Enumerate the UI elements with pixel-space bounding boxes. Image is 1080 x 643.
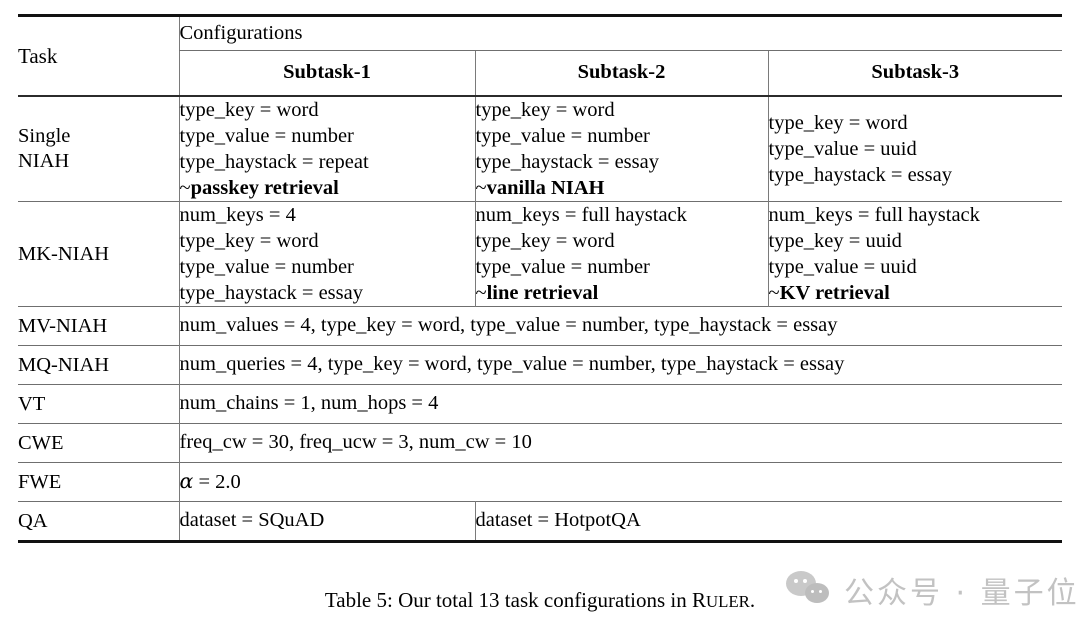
wechat-eye-dot: [803, 579, 807, 583]
config-line: type_key = word: [475, 99, 615, 121]
cell-qa-subtask-2: dataset = HotpotQA: [474, 501, 1063, 542]
row-label-single-niah: Single NIAH: [18, 96, 179, 202]
row-label-line-2: NIAH: [18, 150, 70, 173]
header-task-cell: Task: [18, 15, 179, 97]
row-label-mq-niah: MQ-NIAH: [18, 353, 110, 376]
caption-ruler-rest: ULER: [706, 592, 750, 611]
header-subtask-3: Subtask-3: [767, 50, 1063, 97]
config-line: type_value = number: [475, 256, 650, 279]
config-alias: ~vanilla NIAH: [476, 175, 768, 201]
table-row: CWE freq_cw = 30, freq_ucw = 3, num_cw =…: [18, 423, 1063, 463]
cell-single-niah-subtask-3: type_key = word type_value = uuid type_h…: [767, 96, 1063, 202]
wechat-eye-dot: [794, 579, 798, 583]
caption-ruler-initial: R: [692, 588, 707, 612]
tilde-symbol: ~: [475, 282, 487, 305]
cell-mk-niah-subtask-3: num_keys = full haystack type_key = uuid…: [767, 201, 1063, 307]
row-label-mv-niah: MV-NIAH: [18, 314, 108, 337]
header-subtask-1: Subtask-1: [178, 50, 475, 97]
config-value: = 2.0: [198, 470, 241, 493]
config-line: type_haystack = essay: [768, 164, 952, 187]
table-row: MQ-NIAH num_queries = 4, type_key = word…: [18, 345, 1063, 385]
header-configurations-cell: Configurations: [178, 15, 1063, 51]
table-row: Single NIAH type_key = word type_value =…: [18, 96, 1063, 202]
config-line: type_value = number: [475, 125, 650, 148]
config-line: type_value = uuid: [768, 256, 917, 279]
alias-text: vanilla NIAH: [486, 177, 605, 200]
config-line: type_haystack = essay: [179, 282, 363, 305]
config-line: type_haystack = essay: [475, 151, 659, 174]
config-line: num_keys = full haystack: [475, 204, 687, 227]
cell-mk-niah-subtask-1: num_keys = 4 type_key = word type_value …: [178, 201, 475, 307]
config-line: type_haystack = repeat: [179, 151, 369, 174]
config-line: type_value = number: [179, 256, 354, 279]
alias-text: KV retrieval: [779, 282, 890, 305]
row-label-fwe: FWE: [18, 470, 62, 493]
config-alias: ~KV retrieval: [769, 280, 1063, 306]
config-line: type_key = word: [179, 99, 319, 121]
config-line: type_key = word: [768, 112, 908, 135]
cell-mv-niah-config: num_values = 4, type_key = word, type_va…: [178, 306, 1063, 346]
row-label-cwe: CWE: [18, 431, 64, 454]
alias-text: line retrieval: [486, 282, 599, 305]
config-line: type_key = word: [179, 230, 319, 253]
config-alias: ~line retrieval: [476, 280, 768, 306]
table-header-row-1: Task Configurations: [18, 15, 1063, 97]
config-line: num_keys = full haystack: [768, 204, 980, 227]
config-line: type_key = uuid: [768, 230, 902, 253]
table-row: VT num_chains = 1, num_hops = 4: [18, 384, 1063, 424]
row-label-mk-niah: MK-NIAH: [18, 202, 179, 307]
header-subtask-2: Subtask-2: [474, 50, 768, 97]
cell-mk-niah-subtask-2: num_keys = full haystack type_key = word…: [474, 201, 768, 307]
tilde-symbol: ~: [475, 177, 487, 200]
cell-mq-niah-config: num_queries = 4, type_key = word, type_v…: [178, 345, 1063, 385]
cell-fwe-config: α = 2.0: [178, 462, 1063, 502]
table-row: QA dataset = SQuAD dataset = HotpotQA: [18, 501, 1063, 542]
config-line: type_value = number: [179, 125, 354, 148]
row-label-qa: QA: [18, 509, 48, 532]
config-line: type_key = word: [475, 230, 615, 253]
cell-qa-subtask-1: dataset = SQuAD: [178, 501, 475, 542]
table-row: MK-NIAH num_keys = 4 type_key = word typ…: [18, 201, 1063, 307]
alias-text: passkey retrieval: [190, 177, 339, 200]
table-row: MV-NIAH num_values = 4, type_key = word,…: [18, 306, 1063, 346]
cell-cwe-config: freq_cw = 30, freq_ucw = 3, num_cw = 10: [178, 423, 1063, 463]
alpha-symbol: α: [179, 468, 194, 493]
tilde-symbol: ~: [768, 282, 780, 305]
table-row: FWE α = 2.0: [18, 462, 1063, 502]
tilde-symbol: ~: [179, 177, 191, 200]
config-line: num_keys = 4: [179, 204, 296, 227]
row-label-line-1: Single: [18, 125, 71, 148]
table-caption: Table 5: Our total 13 task configuration…: [0, 588, 1080, 613]
config-alias: ~passkey retrieval: [180, 175, 475, 201]
cell-single-niah-subtask-2: type_key = word type_value = number type…: [474, 96, 768, 202]
task-configurations-table: Task Configurations Subtask-1 Subtask-2 …: [18, 14, 1063, 543]
config-line: type_value = uuid: [768, 138, 917, 161]
table-container: Task Configurations Subtask-1 Subtask-2 …: [18, 14, 1063, 543]
row-label-vt: VT: [18, 392, 46, 415]
cell-single-niah-subtask-1: type_key = word type_value = number type…: [178, 96, 475, 202]
caption-prefix: Table 5: Our total 13 task configuration…: [324, 588, 693, 612]
row-label-line-1: MK-NIAH: [18, 242, 110, 265]
table-header-row-2: Subtask-1 Subtask-2 Subtask-3: [18, 50, 1063, 97]
cell-vt-config: num_chains = 1, num_hops = 4: [178, 384, 1063, 424]
caption-suffix: .: [749, 588, 756, 612]
